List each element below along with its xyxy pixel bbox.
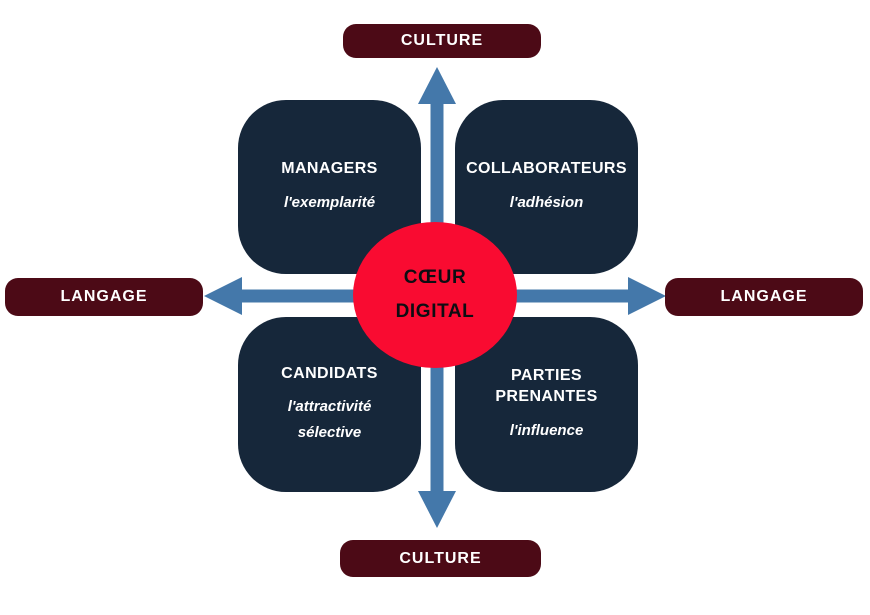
quadrant-collaborateurs: COLLABORATEURS l'adhésion xyxy=(455,100,638,274)
quadrant-managers: MANAGERS l'exemplarité xyxy=(238,100,421,274)
quadrant-title: MANAGERS xyxy=(281,159,378,177)
quadrant-subtitle: l'attractivité sélective xyxy=(287,398,372,441)
quadrant-title: CANDIDATS xyxy=(281,364,378,382)
center-title-line1: CŒUR xyxy=(403,266,467,288)
quadrant-title: COLLABORATEURS xyxy=(466,159,627,177)
arrowhead-right-icon xyxy=(628,277,666,315)
center-core-circle: CŒUR DIGITAL xyxy=(353,222,517,368)
center-title-line2: DIGITAL xyxy=(395,301,475,322)
quadrant-subtitle: l'adhésion xyxy=(509,193,584,211)
axis-label-langage-left: LANGAGE xyxy=(5,278,203,316)
arrowhead-down-icon xyxy=(418,491,456,528)
axis-label-culture-top: CULTURE xyxy=(343,24,541,58)
quadrant-title: PARTIES PRENANTES xyxy=(495,366,598,405)
arrowhead-up-icon xyxy=(418,67,456,104)
axis-label-culture-bottom: CULTURE xyxy=(340,540,541,577)
arrowhead-left-icon xyxy=(204,277,242,315)
quadrant-subtitle: l'exemplarité xyxy=(283,193,376,211)
axis-label-langage-right: LANGAGE xyxy=(665,278,863,316)
quadrant-subtitle: l'influence xyxy=(509,421,584,439)
